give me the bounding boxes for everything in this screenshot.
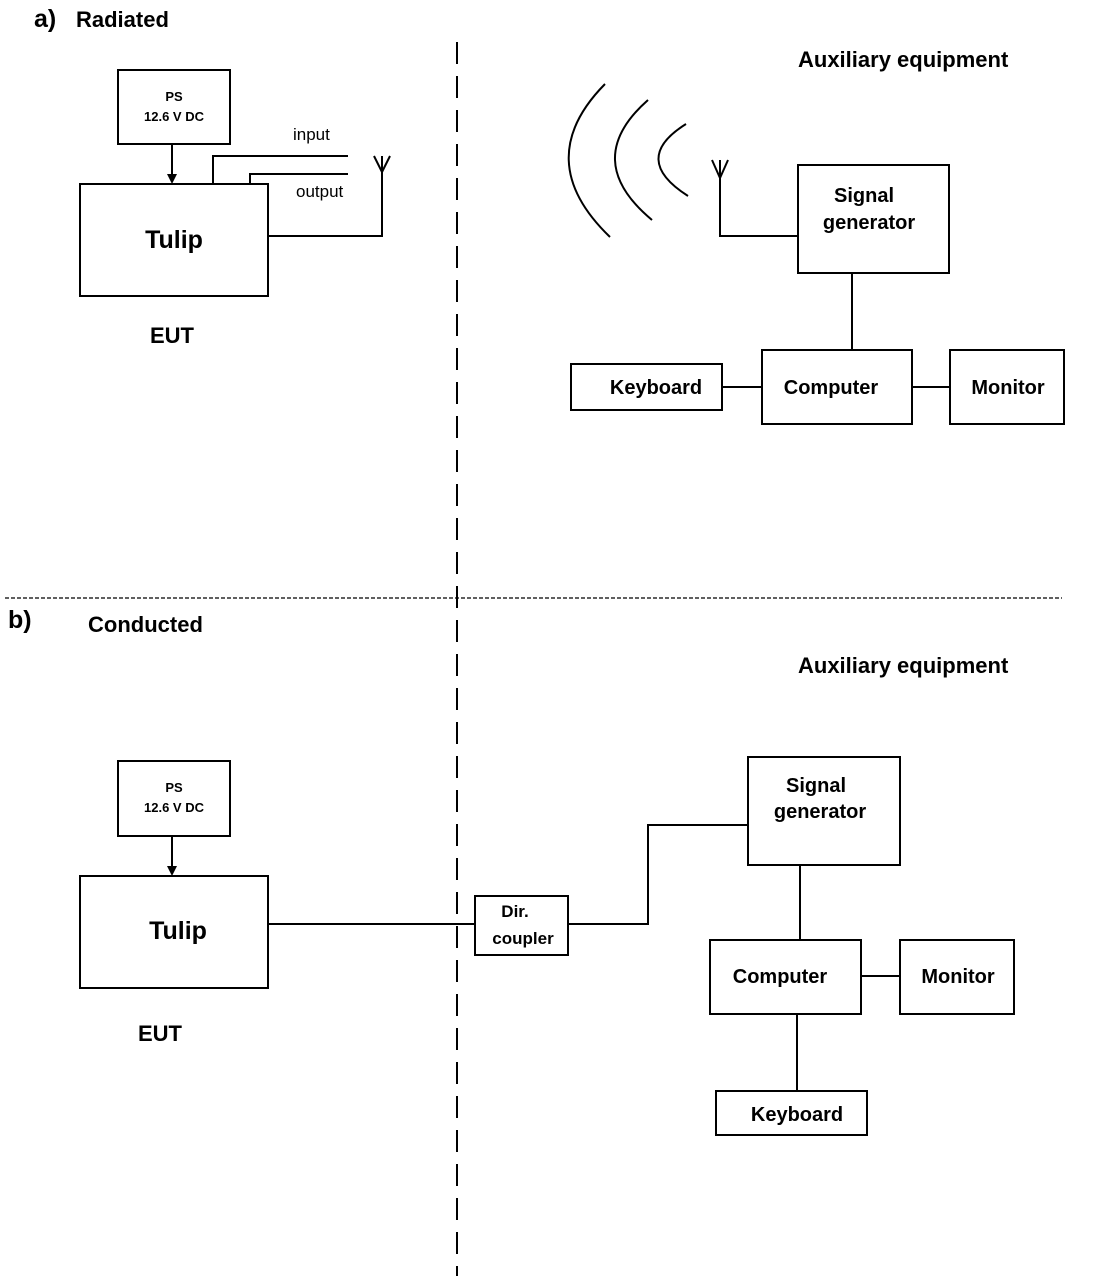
ps-box-b [117, 760, 231, 837]
siggen-antenna-feed [719, 178, 798, 237]
aux-equipment-title-b: Auxiliary equipment [798, 653, 1009, 678]
radio-wave-icon [567, 83, 689, 238]
keyboard-label-a: Keyboard [610, 377, 702, 399]
antenna-icon [711, 159, 729, 179]
monitor-box-a [949, 349, 1065, 425]
computer-label-a: Computer [784, 377, 879, 399]
monitor-label-a: Monitor [971, 377, 1045, 399]
eut-label-a: EUT [150, 323, 195, 348]
eut-label-b: EUT [138, 1021, 183, 1046]
section-radiated: a) Radiated Auxiliary equipment PS 12.6 … [34, 5, 1065, 425]
aux-equipment-title-a: Auxiliary equipment [798, 47, 1009, 72]
section-b-title: Conducted [88, 612, 203, 637]
keyboard-box-b [715, 1090, 868, 1136]
computer-label-b: Computer [733, 966, 828, 988]
input-label: input [293, 125, 330, 144]
eut-antenna-feed [268, 172, 383, 237]
tulip-label-b: Tulip [149, 917, 207, 945]
siggen-label2-b: generator [774, 801, 866, 823]
ps-box-a [117, 69, 231, 145]
signal-generator-box-a [797, 164, 950, 274]
ps-label-b: PS [165, 780, 183, 795]
section-conducted: b) Conducted Auxiliary equipment PS 12.6… [8, 606, 1015, 1136]
coupler-siggen-link [568, 824, 748, 925]
keyboard-label-b: Keyboard [751, 1104, 843, 1126]
output-label: output [296, 182, 344, 201]
tulip-box-a [79, 183, 269, 297]
section-a-title: Radiated [76, 7, 169, 32]
output-lead [249, 173, 348, 184]
coupler-label2: coupler [492, 929, 554, 948]
coupler-label: Dir. [501, 902, 528, 921]
siggen-label-a: Signal [834, 185, 894, 207]
ps-voltage-b: 12.6 V DC [144, 800, 205, 815]
ps-label-a: PS [165, 89, 183, 104]
siggen-label-b: Signal [786, 775, 846, 797]
section-b-letter: b) [8, 606, 32, 634]
tulip-label-a: Tulip [145, 226, 203, 254]
monitor-box-b [899, 939, 1015, 1015]
signal-generator-box-b [747, 756, 901, 866]
section-a-letter: a) [34, 5, 56, 33]
input-lead [212, 155, 348, 184]
computer-box-b [709, 939, 862, 1015]
siggen-label2-a: generator [823, 212, 915, 234]
ps-voltage-a: 12.6 V DC [144, 109, 205, 124]
monitor-label-b: Monitor [921, 966, 995, 988]
tulip-box-b [79, 875, 269, 989]
antenna-icon [373, 155, 391, 173]
keyboard-box-a [570, 363, 723, 411]
dir-coupler-box [474, 895, 569, 956]
